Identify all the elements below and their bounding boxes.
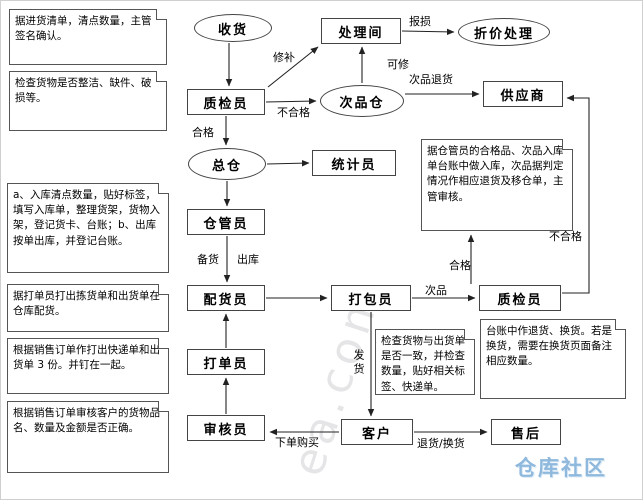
node-receiving: 收货 xyxy=(194,14,272,42)
node-after-sales: 售后 xyxy=(491,419,561,445)
note-inspection: 检查货物是否整洁、缺件、破损等。 xyxy=(9,71,167,131)
edge-label-stock-prepare: 备货 xyxy=(197,253,219,266)
edge-label-repair: 修补 xyxy=(273,51,295,64)
edge-label-qualified-inbound: 合格 xyxy=(192,126,214,139)
node-order-printer: 打单员 xyxy=(187,349,265,375)
node-inspector-outbound: 质检员 xyxy=(479,285,561,311)
node-main-warehouse: 总仓 xyxy=(188,148,266,180)
node-picker: 配货员 xyxy=(187,285,265,311)
note-statistician: 据仓管员的合格品、次品入库单台账中做入库，次品据判定情况作相应退货及移仓单，主管… xyxy=(421,139,573,231)
note-order-printing: 根据销售订单作打出快递单和出货单 3 份。并钉在一起。 xyxy=(7,338,169,394)
note-receiving: 据进货清单，清点数量，主管签名确认。 xyxy=(9,9,167,65)
edge-label-return-exchange: 退货/换货 xyxy=(417,437,465,450)
edge-label-place-order: 下单购买 xyxy=(275,436,319,449)
node-statistician: 统计员 xyxy=(312,150,396,176)
edge-label-qualified-outbound: 合格 xyxy=(449,259,471,272)
node-warehouse-keeper: 仓管员 xyxy=(187,209,265,235)
node-processing-room: 处理间 xyxy=(321,18,401,44)
edge-label-ship: 发货 xyxy=(352,349,365,377)
node-auditor: 审核员 xyxy=(187,415,265,441)
note-picking: 据打单员打出拣货单和出货单在仓库配货。 xyxy=(7,284,169,332)
node-defective-warehouse: 次品仓 xyxy=(320,85,404,117)
note-aftersale-ledger: 台账中作退货、换货。若是换货，需要在换货页面备注相应数量。 xyxy=(480,319,626,399)
note-audit: 根据销售订单审核客户的货物品名、数量及金额是否正确。 xyxy=(7,401,169,473)
note-warehouse-keeper: a、入库清点数量，贴好标签，填写入库单，整理货架，货物入架，登记货卡、台账；b、… xyxy=(7,183,169,273)
edge-label-outbound: 出库 xyxy=(237,253,259,266)
node-inspector-inbound: 质检员 xyxy=(187,89,265,115)
edge-label-defective: 次品 xyxy=(425,284,447,297)
node-packer: 打包员 xyxy=(331,285,411,311)
node-supplier: 供应商 xyxy=(483,81,563,107)
node-discount-disposal: 折价处理 xyxy=(458,18,550,46)
edge-label-repairable: 可修 xyxy=(387,58,409,71)
node-customer: 客户 xyxy=(341,419,413,445)
edge-label-unqualified-inbound: 不合格 xyxy=(277,106,310,119)
edge-label-defective-return: 次品退货 xyxy=(409,73,453,86)
watermark-site-logo: 仓库社区 xyxy=(515,456,607,480)
edge-label-unqualified-outbound: 不合格 xyxy=(549,230,582,243)
edge-label-report-loss: 报损 xyxy=(409,15,431,28)
note-packing-check: 检查货物与出货单是否一致，并检查数量，贴好相关标签、快递单。 xyxy=(375,329,475,395)
